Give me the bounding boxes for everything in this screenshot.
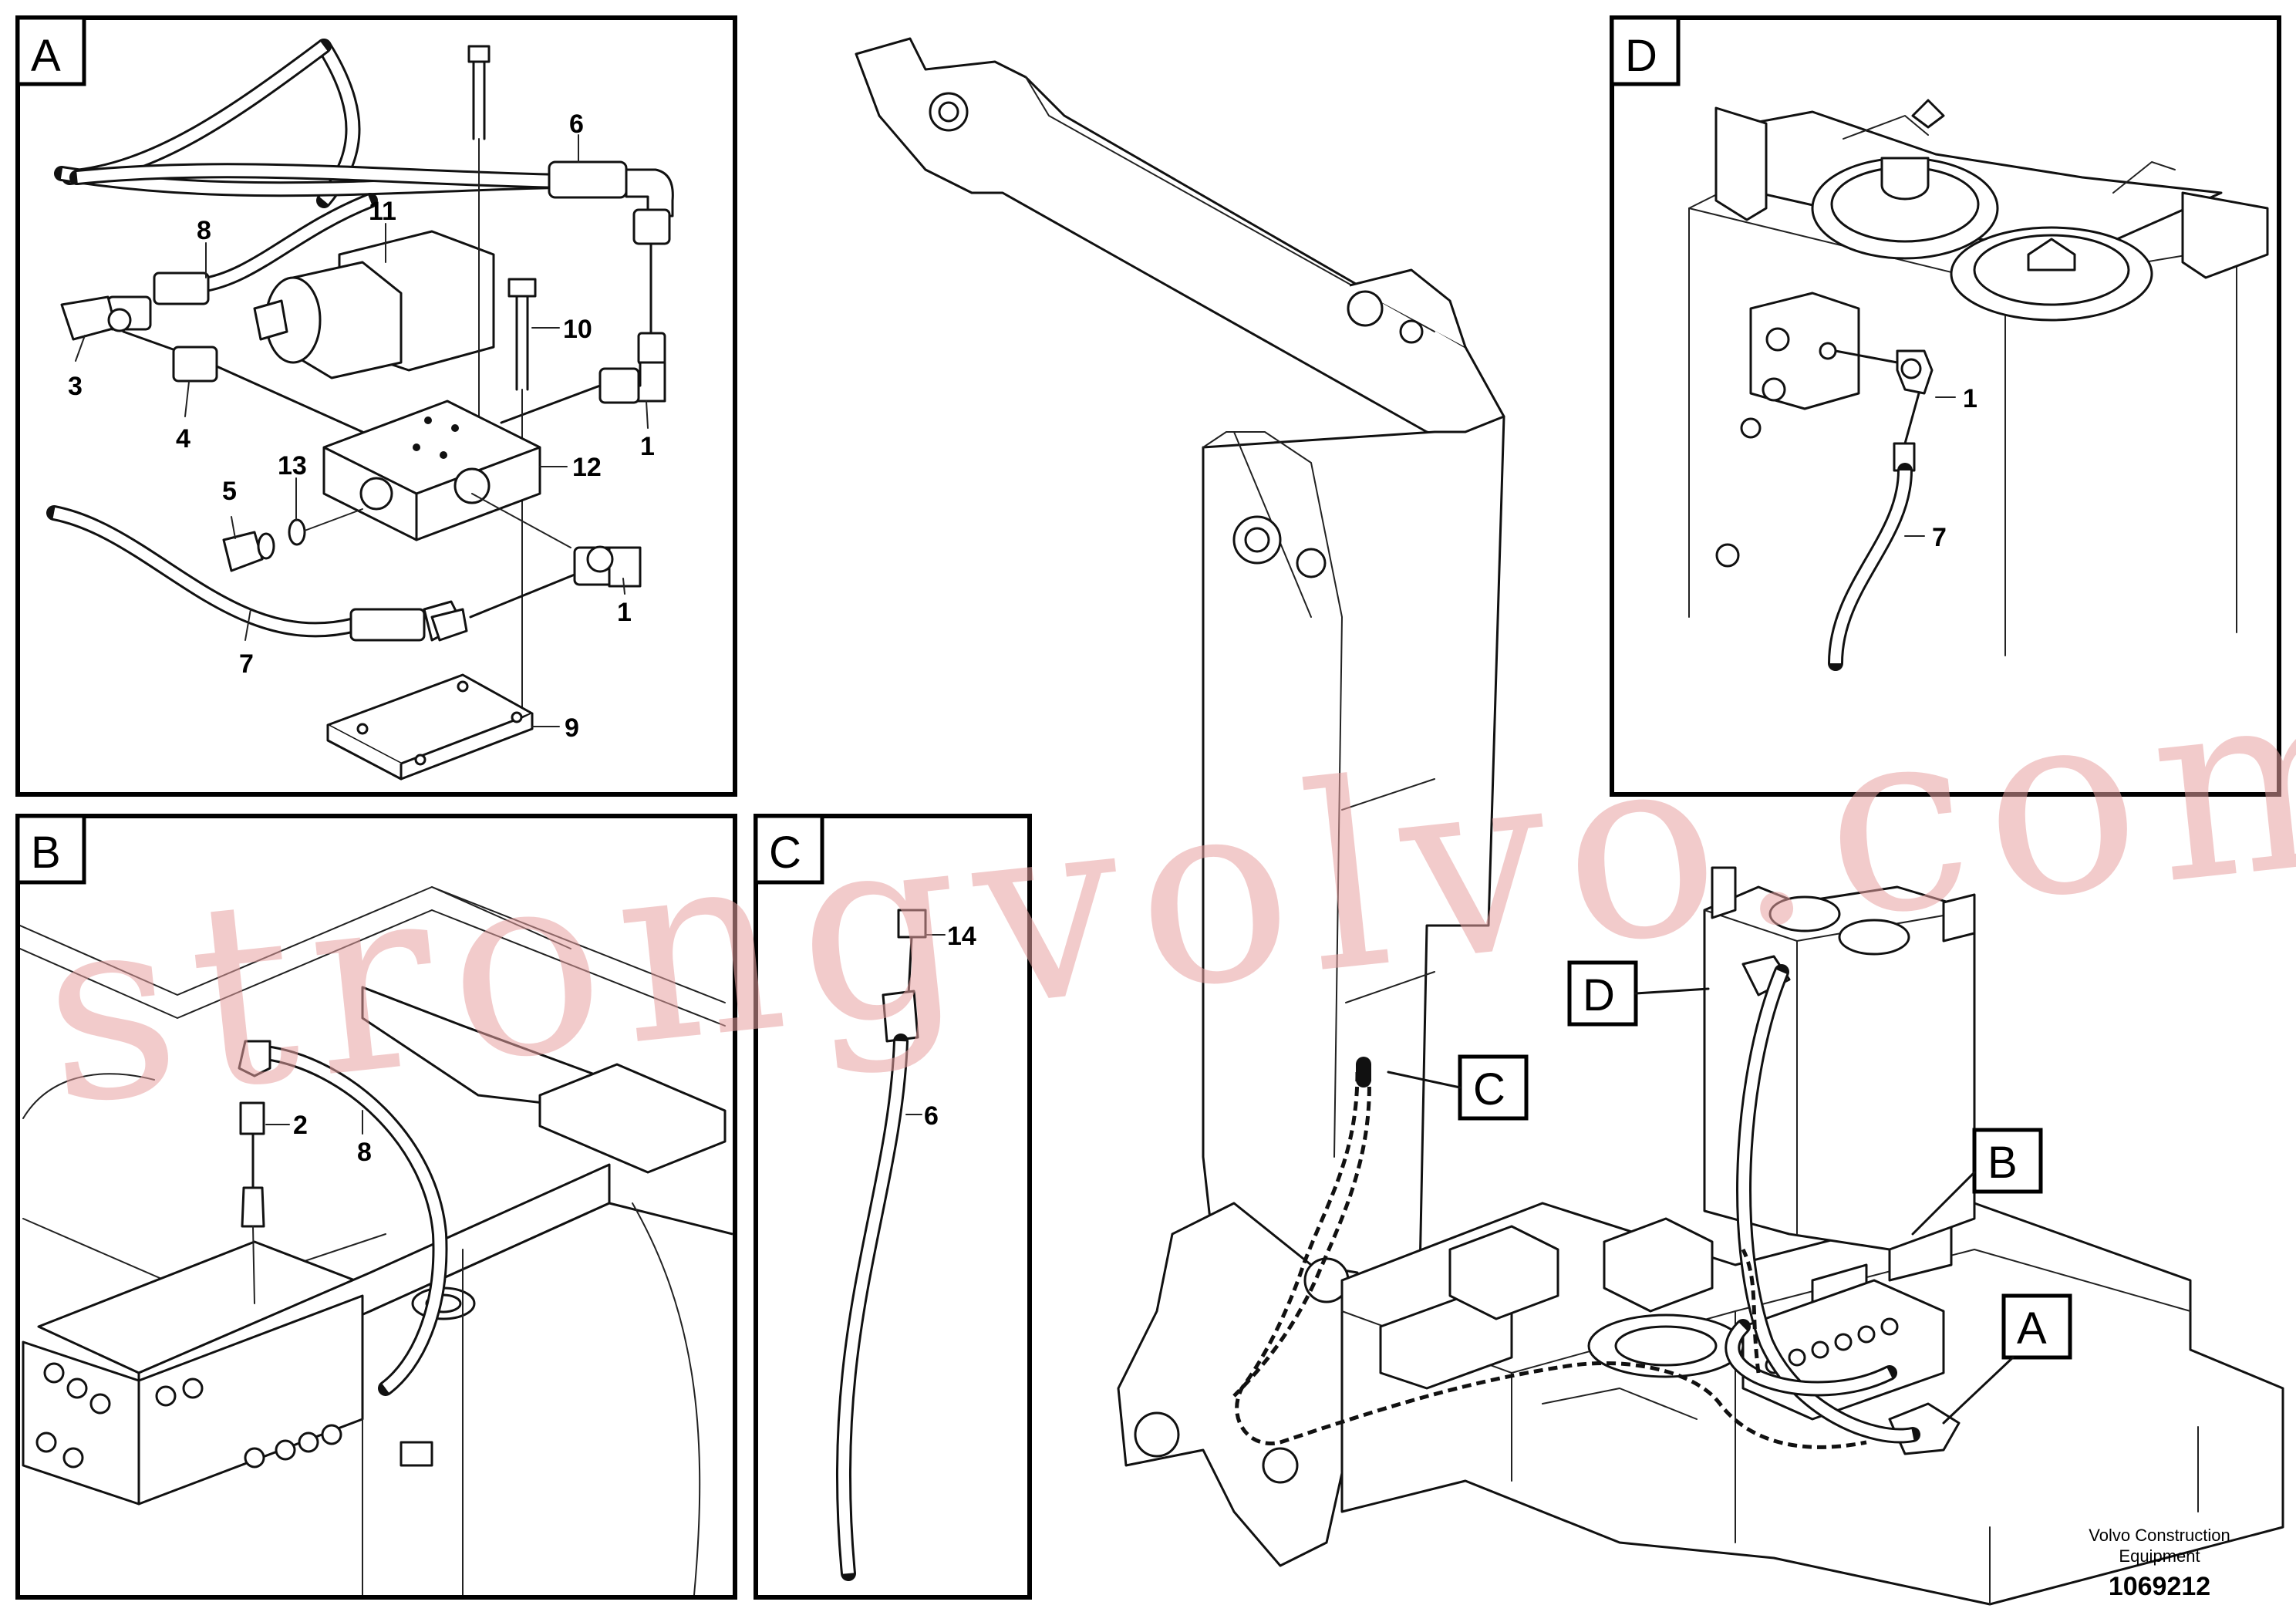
callout-a-9: 9 (565, 713, 579, 743)
footer: Volvo Construction Equipment 1069212 (2089, 1526, 2230, 1601)
callout-a-8: 8 (197, 216, 211, 245)
callout-a-10: 10 (563, 315, 592, 344)
panel-b: B 2 8 (15, 814, 737, 1600)
callout-a-7: 7 (239, 649, 254, 679)
callout-c-14: 14 (947, 922, 976, 951)
callout-a-11: 11 (369, 197, 396, 226)
main-tag-c: C (1473, 1064, 1505, 1114)
callout-d-7: 7 (1932, 523, 1947, 552)
manufacturer-line-2: Equipment (2119, 1546, 2200, 1566)
panel-c: C 14 6 (754, 814, 1032, 1600)
panel-a-letter: A (31, 31, 61, 81)
callout-a-3: 3 (68, 372, 83, 401)
panel-a: A (15, 15, 737, 797)
callout-a-1-upper: 1 (640, 432, 655, 461)
callout-a-4: 4 (176, 424, 190, 454)
panel-d-letter: D (1625, 31, 1657, 81)
manufacturer-line-1: Volvo Construction (2089, 1526, 2230, 1545)
panel-b-letter: B (31, 828, 61, 878)
main-view: D C B A (855, 37, 2284, 1606)
panel-c-letter: C (769, 828, 801, 878)
drawing-number: 1069212 (2109, 1572, 2210, 1601)
callout-a-1-lower: 1 (617, 598, 632, 627)
callout-a-5: 5 (222, 477, 237, 506)
callout-d-1: 1 (1963, 384, 1977, 413)
callout-a-12: 12 (572, 453, 602, 482)
callout-c-6: 6 (924, 1101, 939, 1131)
callout-a-6: 6 (569, 110, 584, 139)
main-tag-b: B (1988, 1138, 2018, 1188)
callout-b-2: 2 (293, 1111, 308, 1140)
callout-b-8: 8 (357, 1138, 372, 1167)
main-tag-a: A (2017, 1303, 2047, 1354)
callout-a-13: 13 (278, 451, 307, 481)
main-tag-d: D (1583, 970, 1615, 1020)
panel-d: D 1 7 (1610, 15, 2281, 797)
